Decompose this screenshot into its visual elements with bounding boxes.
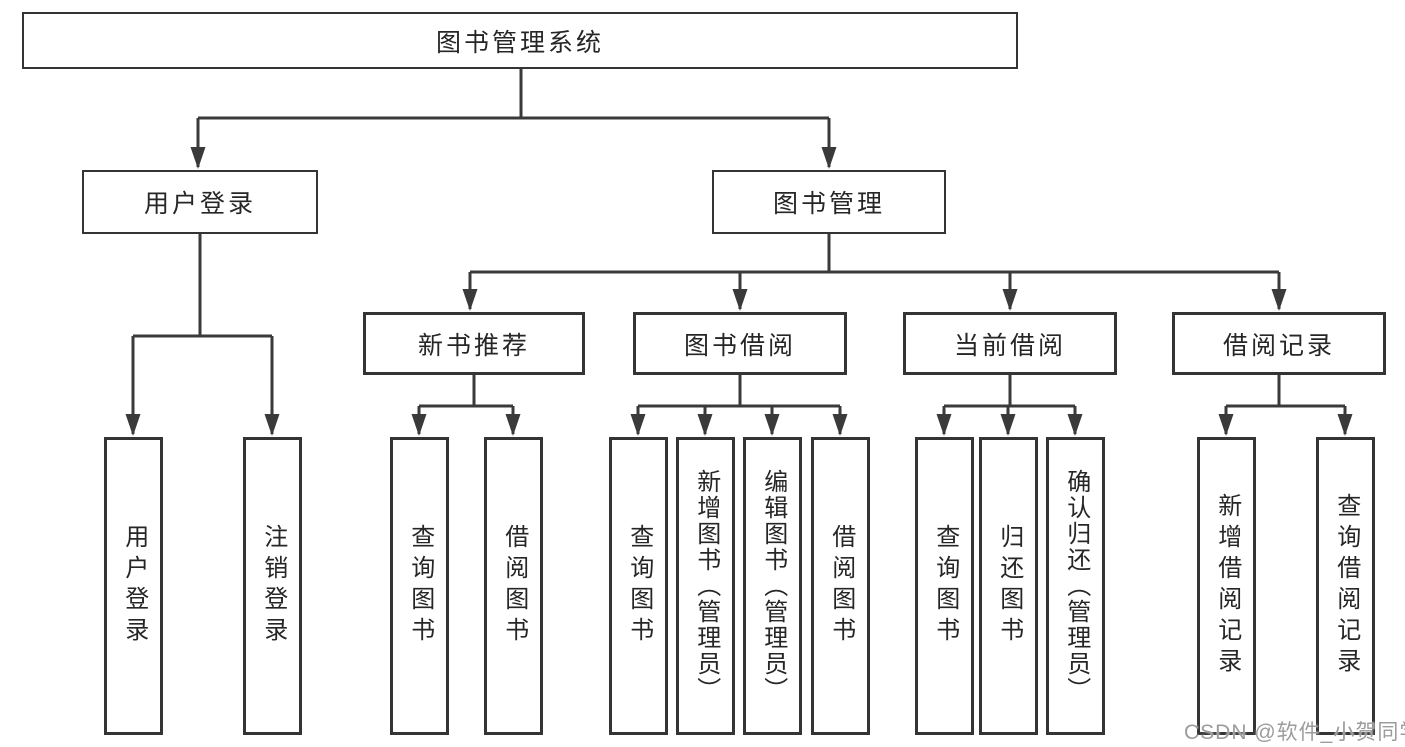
leaf-confirm-return-admin: 确认归还（管理员） [1046, 437, 1105, 735]
leaf-query-books-current-label: 查询图书 [931, 524, 959, 648]
leaf-query-books-borrow: 查询图书 [609, 437, 668, 735]
leaf-query-borrow-record: 查询借阅记录 [1316, 437, 1375, 735]
leaf-add-books-admin: 新增图书（管理员） [676, 437, 735, 735]
csdn-watermark: CSDN @软件_小贺同学 [1184, 721, 1405, 744]
node-borrow-records-label: 借阅记录 [1222, 331, 1335, 360]
node-user-login-label: 用户登录 [143, 190, 256, 218]
node-user-login: 用户登录 [82, 170, 318, 234]
node-new-book-recommend: 新书推荐 [363, 312, 585, 375]
leaf-query-books-recommend-label: 查询图书 [406, 524, 434, 648]
leaf-edit-books-admin: 编辑图书（管理员） [743, 437, 802, 735]
leaf-logout-label: 注销登录 [259, 524, 287, 648]
node-current-borrow: 当前借阅 [903, 312, 1117, 375]
leaf-query-borrow-record-label: 查询借阅记录 [1332, 493, 1360, 679]
leaf-query-books-recommend: 查询图书 [390, 437, 449, 735]
leaf-borrow-books-recommend: 借阅图书 [484, 437, 543, 735]
arrowheads [125, 147, 1353, 436]
node-current-borrow-label: 当前借阅 [953, 331, 1066, 360]
leaf-edit-books-admin-label: 编辑图书（管理员） [759, 469, 787, 703]
node-book-borrow-label: 图书借阅 [683, 331, 796, 360]
node-library-management-system-label: 图书管理系统 [435, 28, 604, 57]
leaf-add-borrow-record-label: 新增借阅记录 [1213, 493, 1241, 679]
node-library-management-system: 图书管理系统 [22, 12, 1018, 69]
leaf-borrow-books-recommend-label: 借阅图书 [500, 524, 528, 648]
node-book-borrow: 图书借阅 [633, 312, 847, 375]
leaf-user-login-label: 用户登录 [120, 524, 148, 648]
node-borrow-records: 借阅记录 [1172, 312, 1386, 375]
leaf-add-books-admin-label: 新增图书（管理员） [692, 469, 720, 703]
leaf-query-books-current: 查询图书 [915, 437, 974, 735]
leaf-query-books-borrow-label: 查询图书 [625, 524, 653, 648]
leaf-return-books-label: 归还图书 [995, 524, 1023, 648]
leaf-borrow-books-label: 借阅图书 [827, 524, 855, 648]
node-book-management-label: 图书管理 [772, 190, 885, 218]
leaf-return-books: 归还图书 [979, 437, 1038, 735]
leaf-logout: 注销登录 [243, 437, 302, 735]
leaf-add-borrow-record: 新增借阅记录 [1197, 437, 1256, 735]
leaf-borrow-books: 借阅图书 [811, 437, 870, 735]
leaf-confirm-return-admin-label: 确认归还（管理员） [1062, 469, 1090, 703]
node-new-book-recommend-label: 新书推荐 [417, 331, 530, 360]
node-book-management: 图书管理 [712, 170, 946, 234]
leaf-user-login: 用户登录 [104, 437, 163, 735]
